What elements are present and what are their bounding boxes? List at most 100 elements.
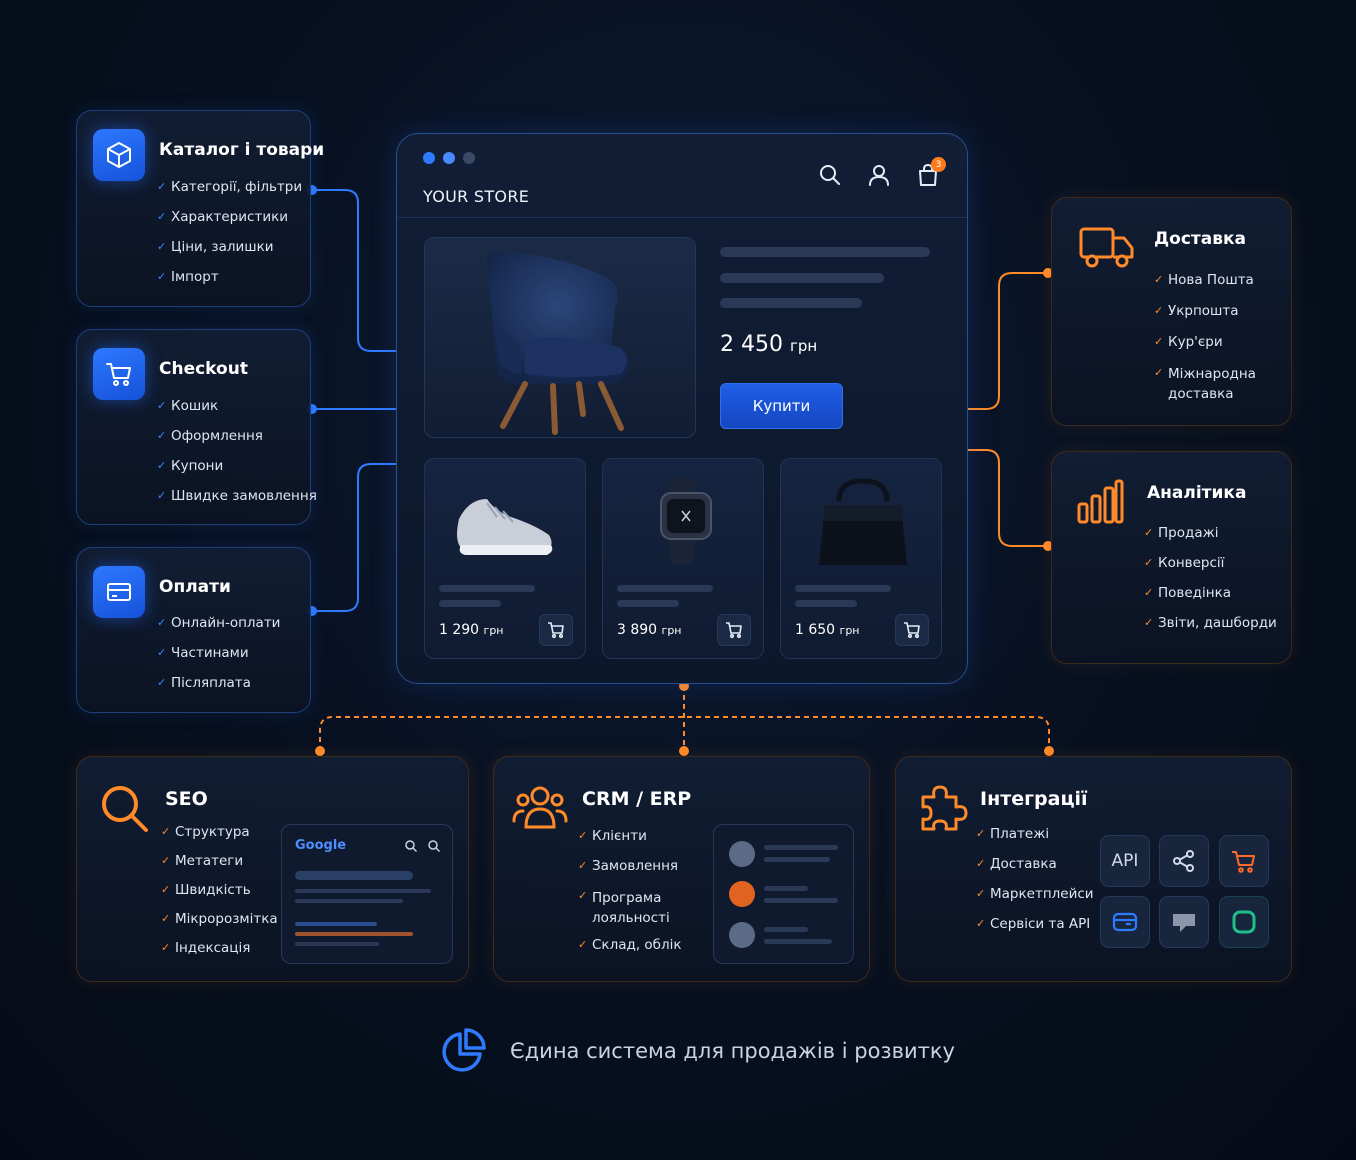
check-icon: ✓ [161, 883, 171, 896]
check-icon: ✓ [157, 489, 167, 502]
card-title: Checkout [159, 359, 248, 379]
store-window: YOUR STORE 3 2 450 грн Купити [396, 133, 968, 684]
header-divider [397, 217, 967, 218]
search-icon [428, 840, 441, 853]
title-placeholder [617, 600, 679, 607]
list-item: ✓Продажі [1144, 525, 1219, 541]
product-price: 1 650 грн [795, 622, 860, 638]
hero-price: 2 450 грн [720, 332, 818, 357]
check-icon: ✓ [157, 210, 167, 223]
description-placeholder [720, 298, 862, 308]
feature-list: ✓Онлайн-оплати ✓Частинами ✓Післяплата [157, 615, 280, 705]
cart-tile[interactable] [1219, 835, 1269, 887]
list-item: ✓Нова Пошта [1154, 272, 1254, 288]
list-item: ✓Конверсії [1144, 555, 1225, 571]
integrations-card: Інтеграції ✓Платежі ✓Доставка ✓Маркетпле… [895, 756, 1292, 982]
analytics-card: Аналітика ✓Продажі ✓Конверсії ✓Поведінка… [1051, 451, 1292, 664]
add-to-cart-button[interactable] [539, 614, 573, 646]
window-dot [463, 152, 475, 164]
list-item: ✓Характеристики [157, 209, 289, 225]
list-item: ✓Кур'єри [1154, 334, 1223, 350]
buy-button[interactable]: Купити [720, 383, 843, 429]
share-tile[interactable] [1159, 835, 1209, 887]
chat-icon [1173, 914, 1195, 932]
check-icon: ✓ [161, 912, 171, 925]
pie-chart-icon [442, 1028, 486, 1072]
list-item: ✓Склад, облік [578, 937, 682, 953]
feature-list: ✓Клієнти ✓Замовлення ✓Програма лояльност… [578, 828, 682, 967]
product-card-sneaker[interactable]: 1 290 грн [424, 458, 586, 659]
list-item: ✓Клієнти [578, 828, 647, 844]
check-icon: ✓ [578, 829, 588, 842]
add-to-cart-button[interactable] [717, 614, 751, 646]
sneaker-icon [457, 499, 553, 555]
feature-list: ✓Платежі ✓Доставка ✓Маркетплейси ✓Сервіс… [976, 826, 1094, 946]
check-icon: ✓ [161, 854, 171, 867]
list-item: ✓Укрпошта [1154, 303, 1239, 319]
hero-product-image[interactable] [424, 237, 696, 438]
description-placeholder [720, 273, 884, 283]
list-item: ✓Кошик [157, 398, 219, 414]
check-icon: ✓ [976, 887, 986, 900]
check-icon: ✓ [1144, 616, 1154, 629]
card-title: SEO [165, 788, 208, 810]
cart-icon [1232, 851, 1255, 873]
card-tile[interactable] [1100, 896, 1150, 948]
crm-card: CRM / ERP ✓Клієнти ✓Замовлення ✓Програма… [493, 756, 870, 982]
list-item: ✓Імпорт [157, 269, 219, 285]
check-icon: ✓ [1154, 335, 1164, 348]
check-icon: ✓ [157, 180, 167, 193]
title-placeholder [795, 585, 891, 592]
card-title: Оплати [159, 577, 231, 597]
window-dot [423, 152, 435, 164]
user-icon[interactable] [866, 162, 892, 188]
delivery-card: Доставка ✓Нова Пошта ✓Укрпошта ✓Кур'єри … [1051, 197, 1292, 426]
feature-list: ✓Кошик ✓Оформлення ✓Купони ✓Швидке замов… [157, 398, 317, 518]
row-placeholder [764, 927, 808, 932]
check-icon: ✓ [578, 938, 588, 951]
title-placeholder [617, 585, 713, 592]
check-icon: ✓ [1144, 526, 1154, 539]
list-item: ✓Програма лояльності [578, 889, 670, 926]
title-placeholder [795, 600, 857, 607]
feature-list: ✓Нова Пошта ✓Укрпошта ✓Кур'єри ✓Міжнарод… [1154, 272, 1256, 405]
list-item: ✓Післяплата [157, 675, 251, 691]
list-item: ✓Ціни, залишки [157, 239, 274, 255]
list-item: ✓Структура [161, 824, 250, 840]
avatar [729, 922, 755, 948]
truck-icon [1079, 227, 1134, 268]
seo-card: SEO ✓Структура ✓Метатеги ✓Швидкість ✓Мік… [76, 756, 469, 982]
chat-tile[interactable] [1159, 896, 1209, 948]
feature-list: ✓Продажі ✓Конверсії ✓Поведінка ✓Звіти, д… [1144, 525, 1277, 645]
product-card-bag[interactable]: 1 650 грн [780, 458, 942, 659]
product-price: 3 890 грн [617, 622, 682, 638]
check-icon: ✓ [157, 616, 167, 629]
square-tile[interactable] [1219, 896, 1269, 948]
add-to-cart-button[interactable] [895, 614, 929, 646]
product-card-watch[interactable]: 3 890 грн [602, 458, 764, 659]
row-placeholder [764, 939, 832, 944]
check-icon: ✓ [157, 429, 167, 442]
list-item: ✓Швидке замовлення [157, 488, 317, 504]
search-icon [102, 786, 148, 832]
check-icon: ✓ [976, 857, 986, 870]
list-item: ✓Онлайн-оплати [157, 615, 281, 631]
search-icon[interactable] [817, 162, 843, 188]
list-item: ✓Оформлення [157, 428, 263, 444]
check-icon: ✓ [1144, 556, 1154, 569]
card-title: CRM / ERP [582, 788, 692, 810]
armchair-icon [486, 251, 630, 435]
cart-badge: 3 [931, 157, 946, 172]
check-icon: ✓ [976, 827, 986, 840]
api-tile[interactable]: API [1100, 835, 1150, 887]
square-icon [1232, 910, 1256, 934]
check-icon: ✓ [157, 240, 167, 253]
row-placeholder [764, 845, 838, 850]
list-item: ✓Доставка [976, 856, 1057, 872]
result-placeholder [295, 871, 413, 880]
check-icon: ✓ [157, 459, 167, 472]
check-icon: ✓ [157, 399, 167, 412]
avatar [729, 881, 755, 907]
cart-icon [93, 348, 145, 400]
avatar [729, 841, 755, 867]
